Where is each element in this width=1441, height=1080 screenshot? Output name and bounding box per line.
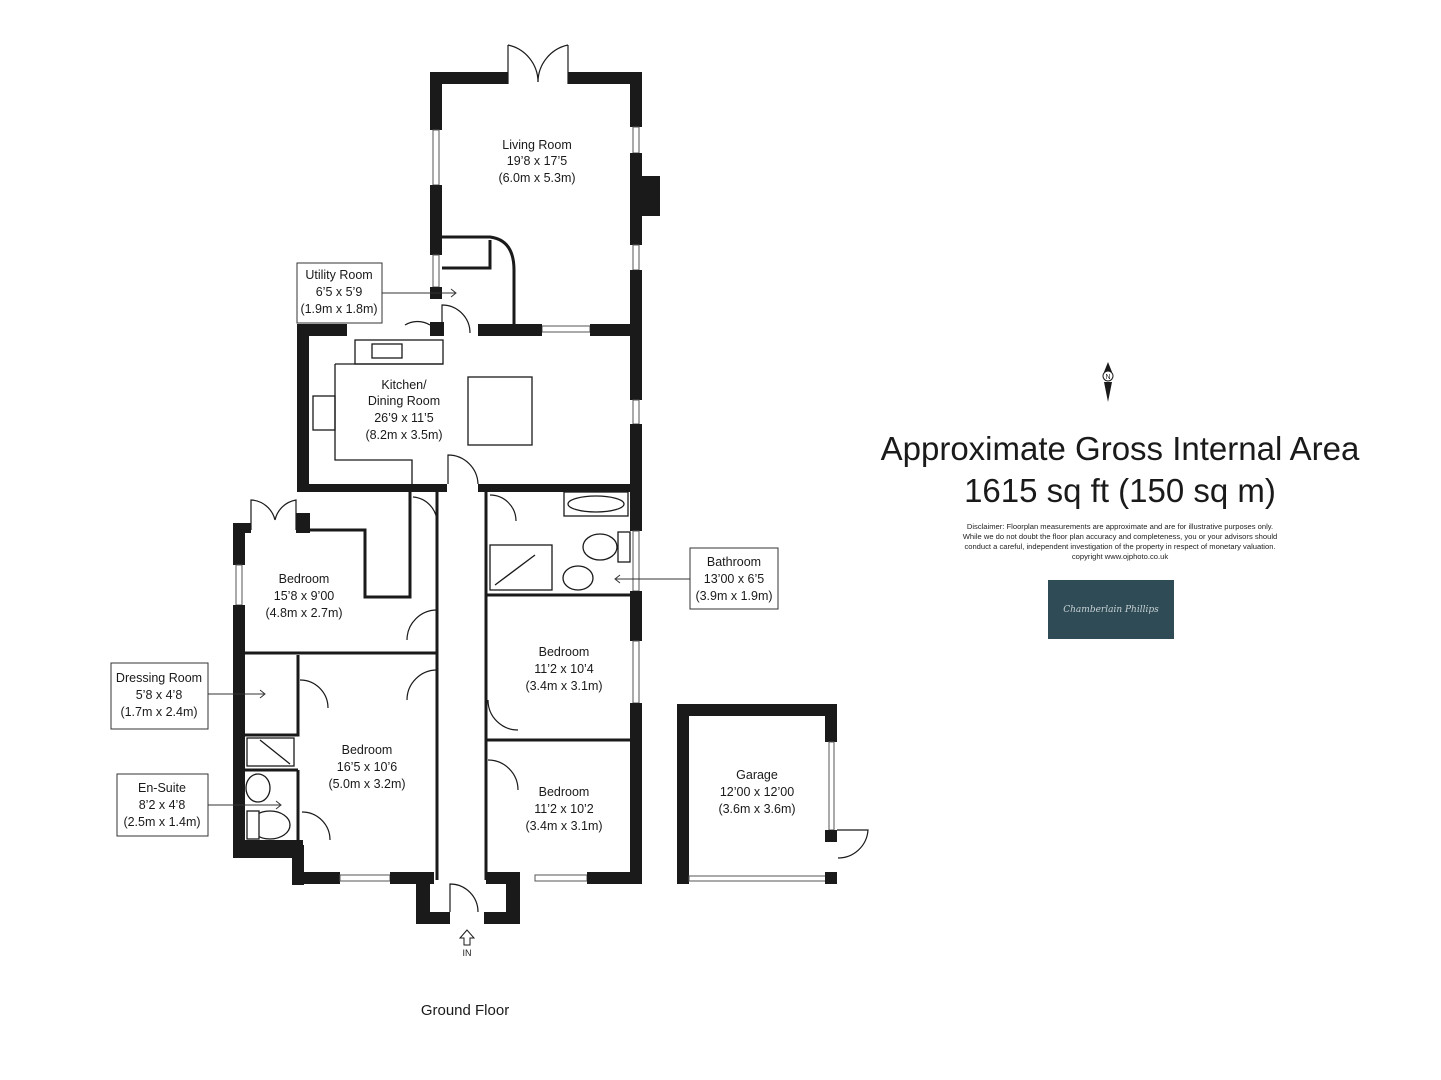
svg-text:19’8 x 17’5: 19’8 x 17’5 — [507, 154, 568, 168]
svg-text:Bedroom: Bedroom — [279, 572, 330, 586]
disclaimer-line-3: conduct a careful, independent investiga… — [964, 542, 1276, 551]
svg-text:26’9 x 11’5: 26’9 x 11’5 — [374, 411, 434, 425]
corridor-walls — [416, 490, 520, 924]
bedroom-4-label: Bedroom 11’2 x 10’2 (3.4m x 3.1m) — [525, 785, 602, 833]
svg-text:Bedroom: Bedroom — [342, 743, 393, 757]
disclaimer-line-4: copyright www.ojphoto.co.uk — [1071, 552, 1169, 561]
svg-text:(1.7m x 2.4m): (1.7m x 2.4m) — [120, 705, 197, 719]
en-suite-callout: En-Suite 8’2 x 4’8 (2.5m x 1.4m) — [116, 773, 282, 837]
gross-area-title: Approximate Gross Internal Area — [880, 430, 1360, 467]
svg-text:Bedroom: Bedroom — [539, 785, 590, 799]
disclaimer-line-1: Disclaimer: Floorplan measurements are a… — [966, 522, 1274, 531]
svg-text:(3.4m x 3.1m): (3.4m x 3.1m) — [525, 819, 602, 833]
compass-label: N — [1105, 374, 1110, 381]
disclaimer: Disclaimer: Floorplan measurements are a… — [905, 522, 1335, 562]
dressing-room-callout: Dressing Room 5’8 x 4’8 (1.7m x 2.4m) — [110, 662, 266, 730]
svg-text:En-Suite: En-Suite — [138, 781, 186, 795]
svg-text:(3.9m x 1.9m): (3.9m x 1.9m) — [695, 589, 772, 603]
gross-area-value: 1615 sq ft (150 sq m) — [964, 472, 1276, 509]
svg-text:Dining Room: Dining Room — [368, 394, 440, 408]
utility-callout: Utility Room 6’5 x 5’9 (1.9m x 1.8m) — [296, 262, 457, 324]
agency-logo-text: Chamberlain Phillips — [1063, 604, 1159, 615]
svg-text:11’2 x 10’2: 11’2 x 10’2 — [534, 802, 594, 816]
svg-text:(1.9m x 1.8m): (1.9m x 1.8m) — [300, 302, 377, 316]
svg-text:Bedroom: Bedroom — [539, 645, 590, 659]
bedroom-1-walls — [233, 490, 438, 858]
living-room-walls — [430, 72, 660, 335]
svg-text:5’8 x 4’8: 5’8 x 4’8 — [136, 688, 183, 702]
svg-text:(4.8m x 2.7m): (4.8m x 2.7m) — [265, 606, 342, 620]
svg-text:Kitchen/: Kitchen/ — [381, 378, 427, 392]
entrance-label: IN — [463, 948, 472, 958]
svg-text:(5.0m x 3.2m): (5.0m x 3.2m) — [328, 777, 405, 791]
living-room-doors — [507, 44, 569, 84]
svg-text:(3.4m x 3.1m): (3.4m x 3.1m) — [525, 679, 602, 693]
svg-text:(6.0m x 5.3m): (6.0m x 5.3m) — [498, 171, 575, 185]
svg-text:(3.6m x 3.6m): (3.6m x 3.6m) — [718, 802, 795, 816]
svg-text:Bathroom: Bathroom — [707, 555, 761, 569]
svg-text:13’00 x 6’5: 13’00 x 6’5 — [704, 572, 765, 586]
svg-text:16’5 x 10’6: 16’5 x 10’6 — [337, 760, 398, 774]
svg-text:(8.2m x 3.5m): (8.2m x 3.5m) — [365, 428, 442, 442]
bedroom-4-walls — [487, 759, 642, 884]
bedroom-3-walls — [486, 640, 642, 883]
svg-text:Living Room: Living Room — [502, 138, 571, 152]
garage-label: Garage 12’00 x 12’00 (3.6m x 3.6m) — [718, 768, 795, 816]
bathroom-callout: Bathroom 13’00 x 6’5 (3.9m x 1.9m) — [614, 547, 779, 610]
gross-area-heading: Approximate Gross Internal Area 1615 sq … — [880, 428, 1360, 512]
svg-text:11’2 x 10’4: 11’2 x 10’4 — [534, 662, 594, 676]
bathroom-walls — [486, 491, 642, 641]
compass-icon — [1102, 362, 1114, 402]
svg-text:Garage: Garage — [736, 768, 778, 782]
svg-text:15’8 x 9’00: 15’8 x 9’00 — [274, 589, 335, 603]
bedroom-1-label: Bedroom 15’8 x 9’00 (4.8m x 2.7m) — [265, 572, 342, 620]
disclaimer-line-2: While we do not doubt the floor plan acc… — [962, 532, 1278, 541]
svg-text:Dressing Room: Dressing Room — [116, 671, 202, 685]
svg-text:(2.5m x 1.4m): (2.5m x 1.4m) — [123, 815, 200, 829]
entrance-arrow-icon — [458, 929, 476, 946]
svg-text:Utility Room: Utility Room — [305, 268, 372, 282]
living-room-label: Living Room 19’8 x 17’5 (6.0m x 5.3m) — [498, 138, 575, 185]
svg-text:6’5 x 5’9: 6’5 x 5’9 — [316, 285, 363, 299]
bedroom-2-walls — [233, 655, 438, 885]
kitchen-walls — [297, 324, 642, 531]
bedroom-3-label: Bedroom 11’2 x 10’4 (3.4m x 3.1m) — [525, 645, 602, 693]
agency-logo: Chamberlain Phillips — [1048, 580, 1174, 639]
garage-walls — [677, 704, 869, 884]
bedroom-2-label: Bedroom 16’5 x 10’6 (5.0m x 3.2m) — [328, 743, 405, 791]
kitchen-label: Kitchen/ Dining Room 26’9 x 11’5 (8.2m x… — [365, 378, 442, 442]
svg-text:12’00 x 12’00: 12’00 x 12’00 — [720, 785, 794, 799]
svg-text:8’2 x 4’8: 8’2 x 4’8 — [139, 798, 186, 812]
floor-label: Ground Floor — [420, 1002, 510, 1019]
